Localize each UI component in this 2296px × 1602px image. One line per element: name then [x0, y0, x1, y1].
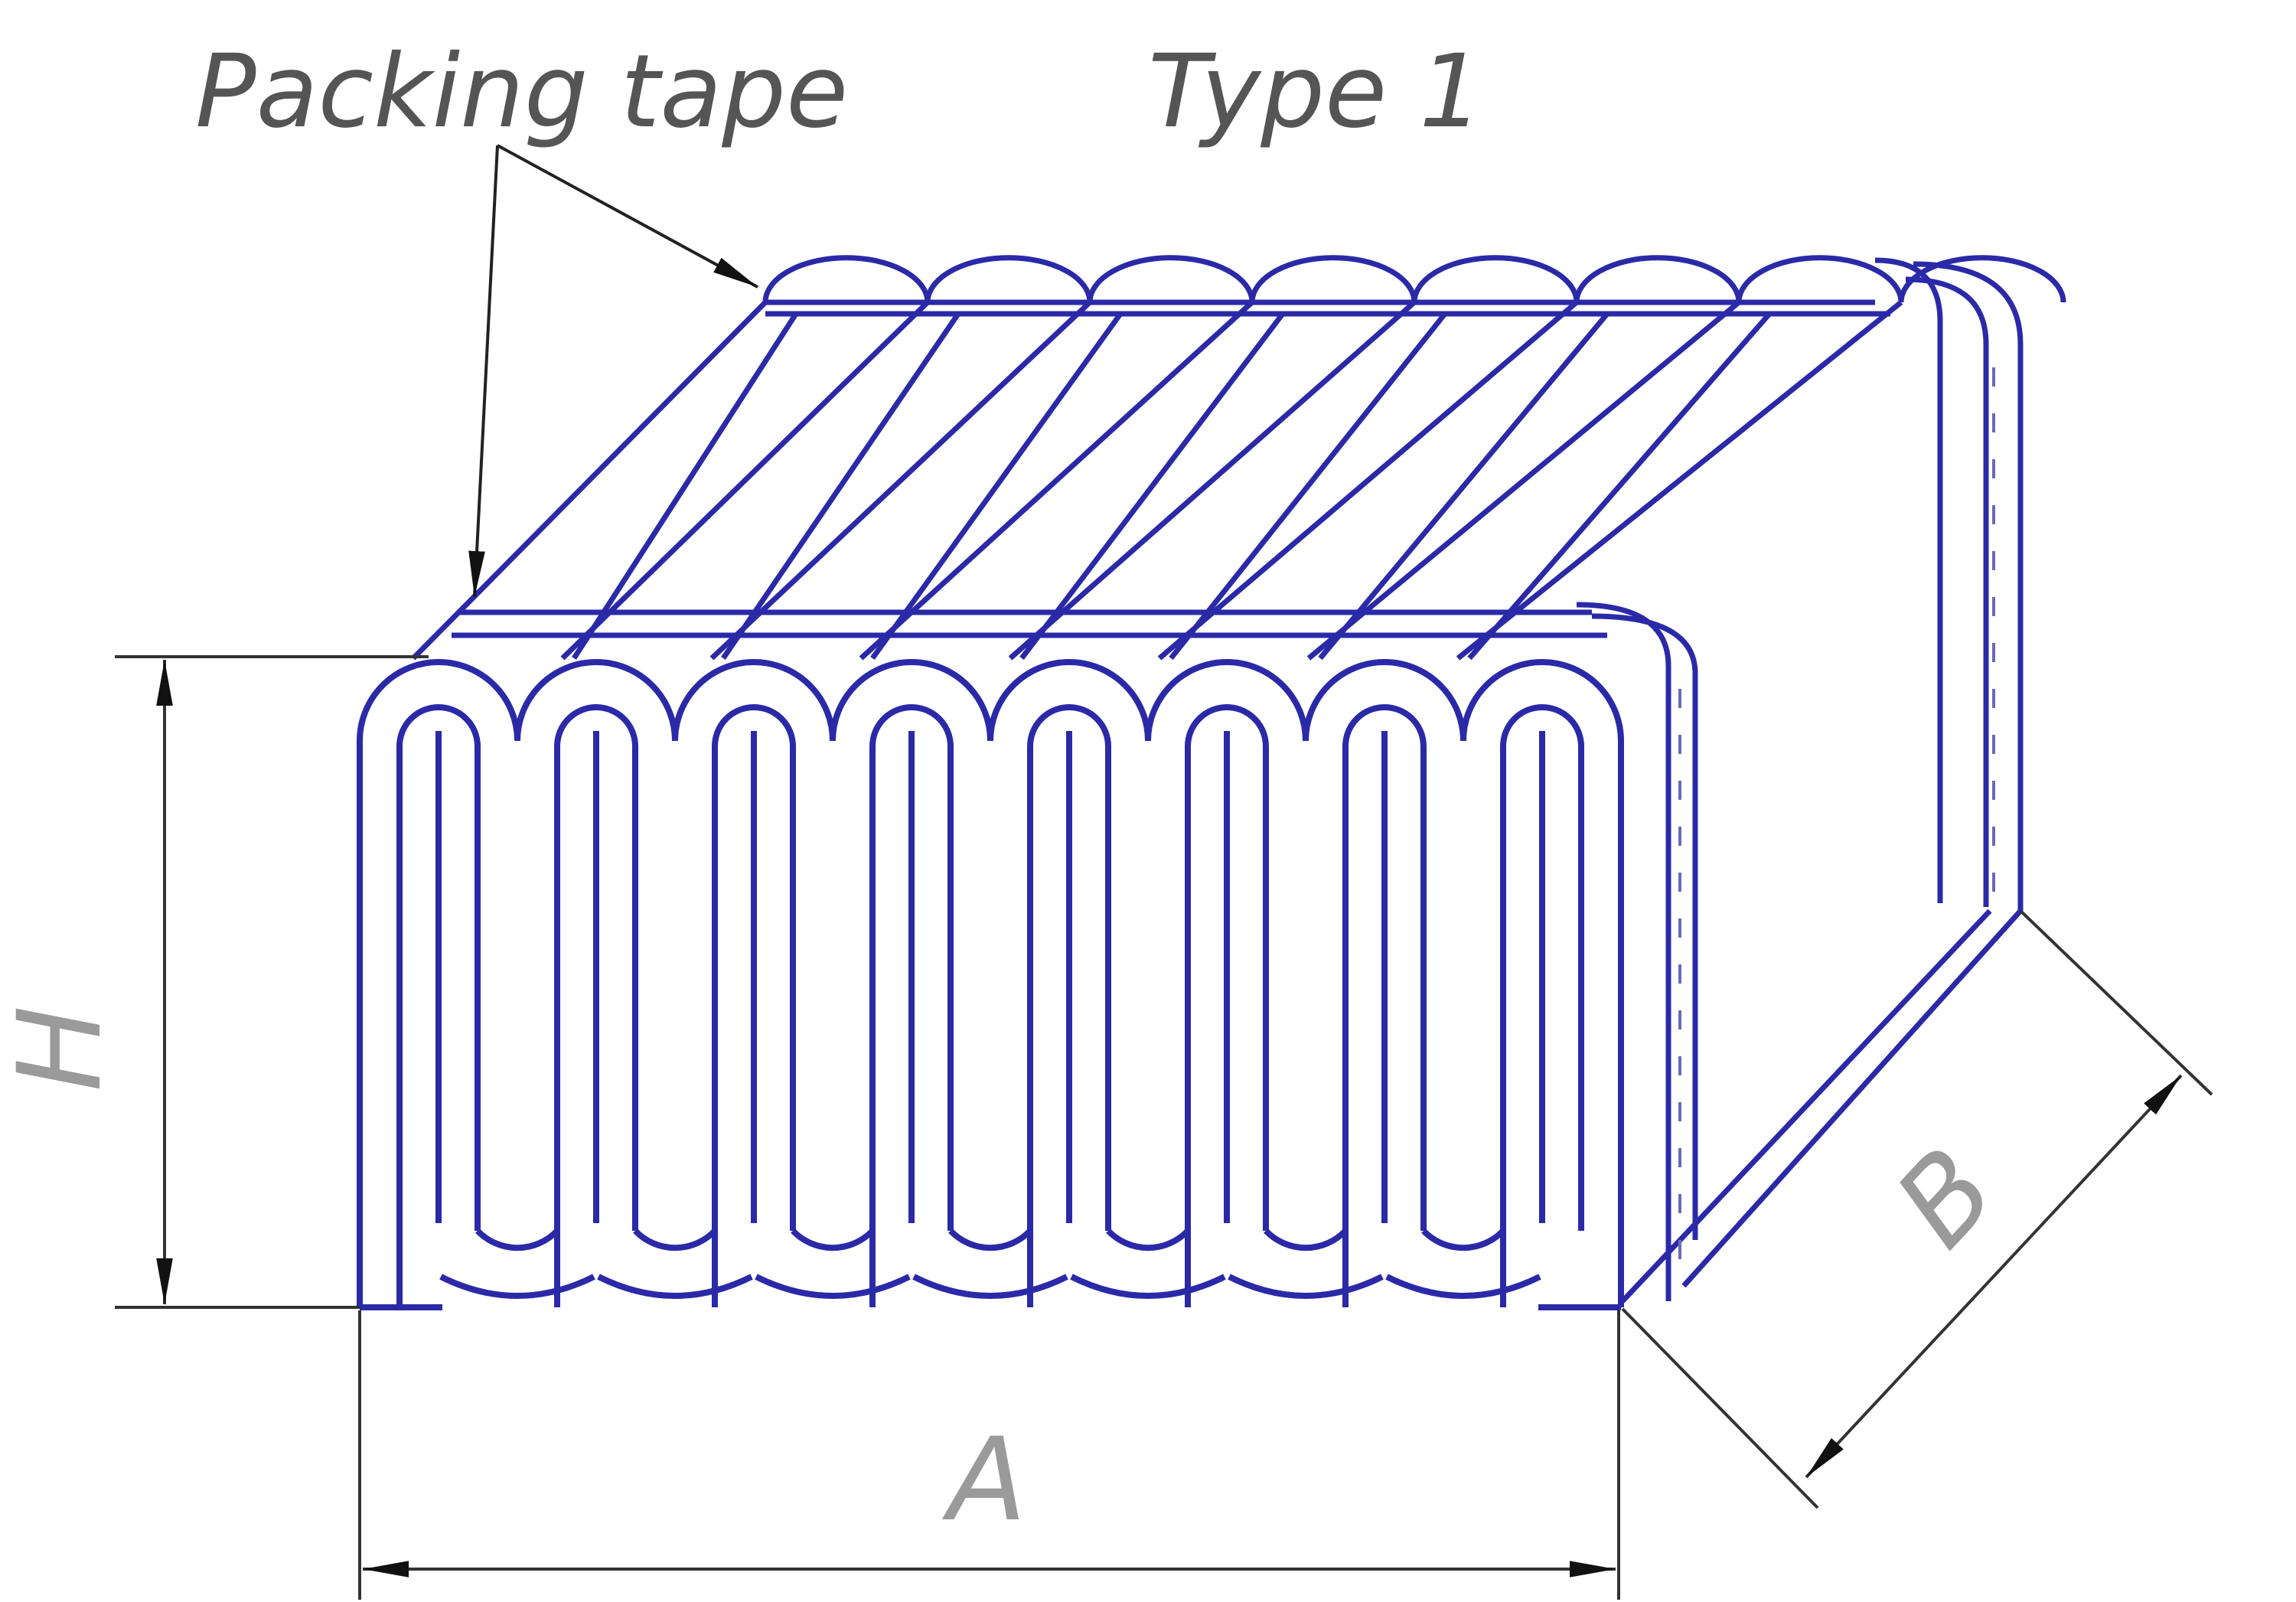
- tape-strip-edge: [721, 312, 960, 660]
- coil-bottom-outer: [755, 1274, 911, 1299]
- dimension-a-label: A: [942, 1414, 1027, 1547]
- back-loop: [1898, 255, 2066, 303]
- dimension-h-label: H: [0, 1006, 127, 1092]
- packing-tape-strips: [411, 299, 1903, 661]
- tape-strip-edge: [411, 300, 768, 661]
- tape-strip-edge: [572, 312, 798, 660]
- dimension-a: [358, 1310, 1620, 1600]
- coil-bottom-bend: [633, 1228, 717, 1251]
- tape-strip-edge: [859, 300, 1254, 661]
- coil-inner-loop: [1027, 704, 1111, 1307]
- coil-bottom-bend: [791, 1228, 875, 1251]
- coil-bottom-bend: [1106, 1228, 1190, 1251]
- coil-bottom-bend: [948, 1228, 1032, 1251]
- back-loop: [925, 255, 1093, 303]
- back-loop: [1574, 255, 1742, 303]
- tape-strip-edge: [1456, 300, 1903, 661]
- side-dash-marks: [1678, 367, 1995, 1259]
- coil-bottom-outer: [1385, 1274, 1541, 1299]
- front-coil-outline: [357, 658, 1624, 1307]
- coil-inner-loop: [1500, 704, 1584, 1307]
- back-loop: [1411, 255, 1580, 303]
- tape-strip-edge: [1019, 312, 1285, 661]
- dimension-b-label: B: [1870, 1124, 2021, 1272]
- coil-bottom-bend: [1421, 1228, 1505, 1251]
- back-loop: [1249, 255, 1417, 303]
- coil-bottom-outer: [597, 1274, 753, 1299]
- front-coil: [357, 658, 1624, 1310]
- coil-bottom-bend: [1264, 1228, 1348, 1251]
- tape-strip-edge: [1318, 312, 1609, 661]
- coil-bottom-bend: [475, 1228, 559, 1251]
- back-loop: [1087, 255, 1255, 303]
- dimension-h: [115, 655, 429, 1309]
- tape-strip-edge: [560, 300, 930, 661]
- type-label: Type 1: [1148, 33, 1483, 151]
- tape-strip-edge: [1008, 300, 1417, 661]
- coil-inner-loop: [712, 704, 796, 1307]
- back-loop: [1736, 255, 1904, 303]
- coil-inner-loop: [396, 704, 481, 1307]
- coil-bottom-outer: [1070, 1274, 1226, 1299]
- tape-strip-edge: [1169, 312, 1447, 661]
- packing-tape-leaders: [468, 144, 758, 598]
- dimension-b: [1621, 909, 2213, 1509]
- coil-inner-loop: [869, 704, 954, 1307]
- coil-bottom-outer: [912, 1274, 1068, 1299]
- back-loops: [762, 255, 2066, 303]
- packing-tape-label: Packing tape: [195, 33, 848, 151]
- coil-inner-loop: [1185, 704, 1269, 1307]
- tape-strip-edge: [870, 312, 1123, 661]
- coil-inner-loop: [554, 704, 638, 1307]
- tape-strip-edge: [1157, 300, 1579, 661]
- back-loop: [762, 255, 931, 303]
- coil-inner-loop: [1342, 704, 1427, 1307]
- tape-strip-edge: [1306, 300, 1741, 661]
- tape-strip-edge: [1467, 312, 1772, 661]
- coil-bottom-outer: [439, 1274, 595, 1299]
- coil-bottom-outer: [1228, 1274, 1384, 1299]
- tape-strip-edge: [709, 300, 1092, 661]
- coil-right-side: [1576, 257, 2024, 1303]
